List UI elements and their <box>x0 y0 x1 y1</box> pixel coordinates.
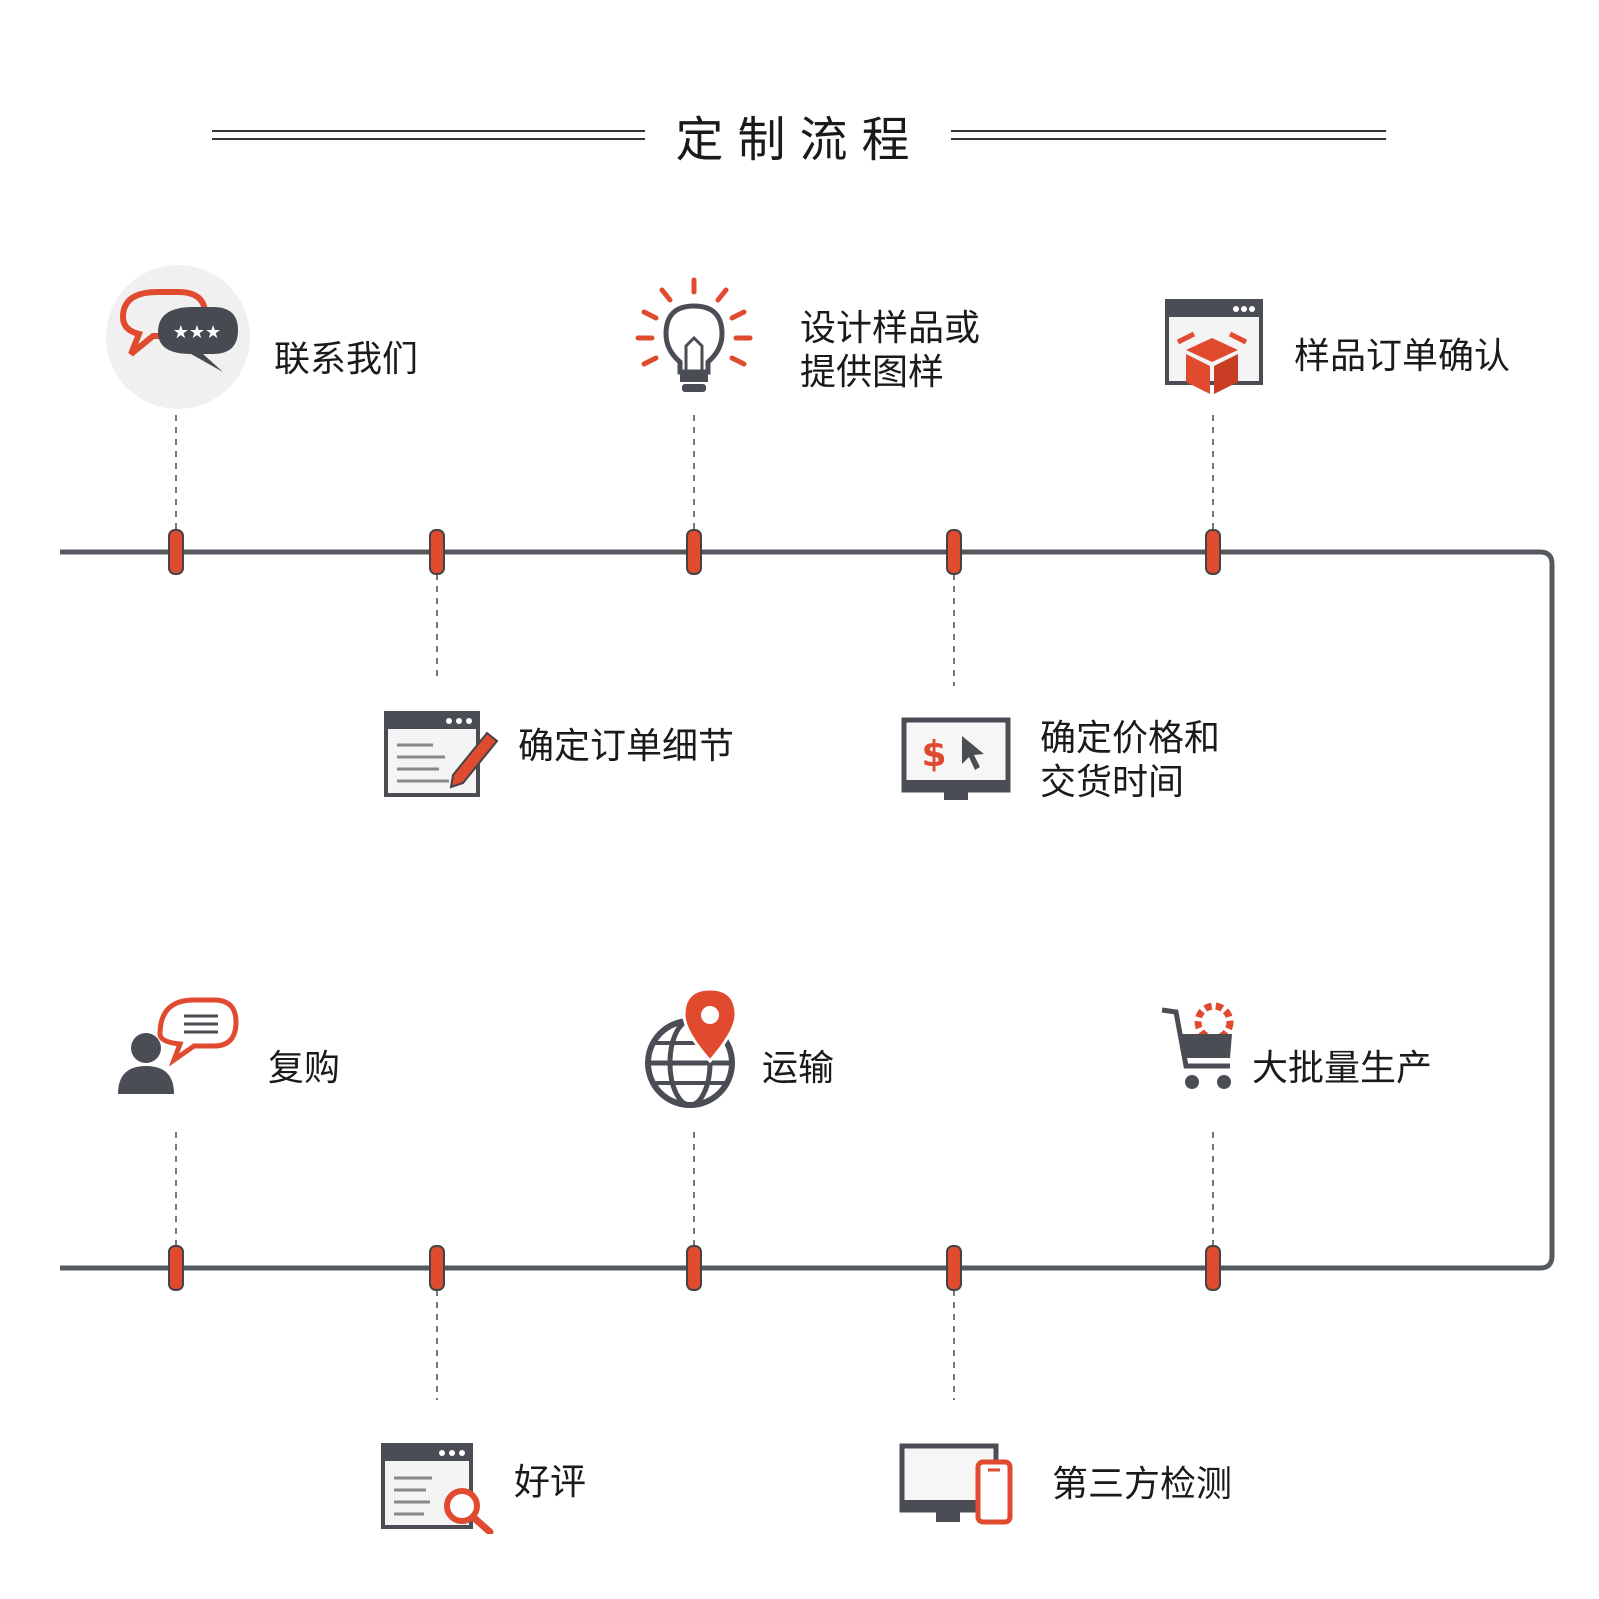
tick-marker <box>429 529 445 575</box>
svg-text:$: $ <box>921 734 946 775</box>
step-label: 样品订单确认 <box>1294 336 1511 377</box>
title-rule-left <box>212 130 645 140</box>
tick-marker <box>946 1245 962 1291</box>
step-label: 确定订单细节 <box>518 726 735 767</box>
tick-marker <box>686 1245 702 1291</box>
step-label: 复购 <box>268 1048 341 1089</box>
repurchase-user-icon <box>118 997 239 1094</box>
page-title: 定制流程 <box>675 112 924 168</box>
sample-box-icon <box>1165 299 1263 394</box>
step-label-line-2: 提供图样 <box>800 352 945 393</box>
svg-text:★★★: ★★★ <box>173 322 221 343</box>
tick-marker <box>168 529 184 575</box>
review-search-icon <box>381 1443 494 1534</box>
step-label: 运输 <box>762 1048 835 1089</box>
step-label-line-2: 交货时间 <box>1040 762 1185 803</box>
title-section: 定制流程 <box>0 100 1599 180</box>
dashed-connectors <box>175 415 1214 1400</box>
price-monitor-icon: $ <box>901 717 1011 800</box>
globe-pin-icon <box>645 987 738 1108</box>
step-label: 大批量生产 <box>1252 1048 1433 1089</box>
tick-marker <box>168 1245 184 1291</box>
step-label-line-1: 设计样品或 <box>800 308 981 349</box>
tick-marker <box>946 529 962 575</box>
step-label: 第三方检测 <box>1052 1464 1233 1505</box>
lightbulb-icon <box>635 277 753 392</box>
devices-icon <box>899 1443 1013 1525</box>
title-rule-right <box>951 130 1386 140</box>
timeline-track <box>60 549 1555 1271</box>
step-label: 好评 <box>514 1462 587 1503</box>
tick-marker <box>429 1245 445 1291</box>
step-label-line-1: 确定价格和 <box>1040 718 1221 759</box>
cart-gear-icon <box>1161 1002 1234 1089</box>
chat-bubbles-icon: ★★★ <box>106 265 250 409</box>
tick-marker <box>686 529 702 575</box>
timeline-ticks <box>168 529 1221 1291</box>
order-edit-icon <box>384 711 499 797</box>
tick-marker <box>1205 529 1221 575</box>
step-label: 联系我们 <box>274 339 419 380</box>
tick-marker <box>1205 1245 1221 1291</box>
